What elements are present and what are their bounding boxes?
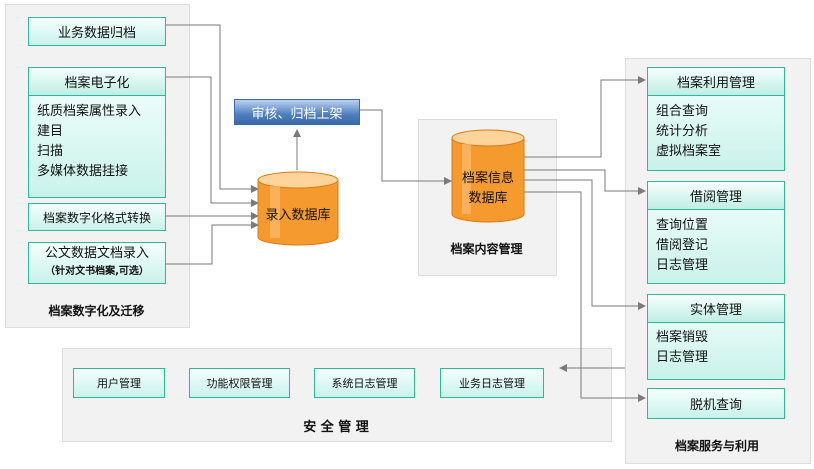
entity-management-title-text: 实体管理	[689, 303, 742, 318]
archive-use-item: 组合查询	[656, 104, 709, 119]
connector-archive-to-entrydb	[166, 24, 259, 193]
connector-infodb-to-borrow	[522, 169, 646, 195]
connector-digital-to-entrydb	[166, 76, 259, 207]
connector-review-to-infodb	[360, 109, 452, 185]
security-business-log: 业务日志管理	[440, 368, 544, 398]
archive-use-item: 虚拟档案室	[656, 144, 722, 159]
borrow-management-title-text: 借阅管理	[689, 190, 742, 205]
digitization-title: 档案电子化	[29, 68, 165, 96]
info-db-label-line1: 档案信息	[461, 171, 514, 186]
format-conversion-label: 档案数字化格式转换	[42, 210, 151, 225]
security-system-log: 系统日志管理	[314, 368, 415, 398]
borrow-management-item: 日志管理	[656, 258, 709, 273]
offline-query-label: 脱机查询	[689, 398, 742, 413]
borrow-management-box: 借阅管理 查询位置 借阅登记 日志管理	[647, 181, 785, 284]
security-item-label: 业务日志管理	[459, 377, 525, 390]
offline-query-box: 脱机查询	[647, 388, 785, 419]
digitization-item: 纸质档案属性录入	[37, 104, 142, 119]
archive-use-title: 档案利用管理	[648, 68, 784, 96]
service-panel-label: 档案服务与利用	[674, 439, 759, 453]
format-conversion-box: 档案数字化格式转换	[28, 203, 166, 231]
borrow-management-item: 查询位置	[656, 218, 709, 233]
info-db-cylinder	[451, 129, 525, 223]
entity-management-item: 日志管理	[656, 350, 709, 365]
digitization-item: 扫描	[37, 144, 64, 159]
borrow-management-title: 借阅管理	[648, 182, 784, 210]
digitization-panel-label: 档案数字化及迁移	[48, 304, 145, 318]
digitization-box: 档案电子化 纸质档案属性录入 建目 扫描 多媒体数据挂接	[28, 67, 166, 198]
connector-infodb-to-use	[522, 76, 646, 158]
document-entry-box: 公文数据文档录入 （针对文书档案,可选）	[28, 242, 166, 284]
review-archive-label: 审核、归档上架	[251, 106, 343, 122]
security-item-label: 功能权限管理	[206, 377, 273, 390]
document-entry-note: （针对文书档案,可选）	[45, 266, 149, 277]
content-management-label: 档案内容管理	[450, 242, 523, 256]
security-permission-management: 功能权限管理	[189, 368, 290, 398]
archive-business-data-label: 业务数据归档	[57, 26, 136, 41]
connector-infodb-to-offline	[522, 191, 646, 402]
info-db-label-line2: 数据库	[468, 191, 508, 206]
digitization-item: 建目	[37, 124, 64, 139]
entry-db-label: 录入数据库	[265, 208, 331, 223]
connector-doc-to-entrydb	[166, 221, 259, 265]
document-entry-label: 公文数据文档录入	[44, 246, 149, 261]
security-item-label: 系统日志管理	[331, 377, 398, 390]
archive-business-data-box: 业务数据归档	[28, 17, 166, 46]
connector-infodb-to-entity	[522, 179, 646, 310]
review-archive-bar: 审核、归档上架	[234, 99, 360, 125]
entry-db-cylinder	[257, 171, 339, 246]
entity-management-box: 实体管理 档案销毁 日志管理	[647, 294, 785, 380]
archive-use-title-text: 档案利用管理	[676, 76, 755, 91]
digitization-title-text: 档案电子化	[64, 76, 130, 91]
security-panel-label: 安 全 管 理	[303, 420, 369, 435]
entity-management-item: 档案销毁	[656, 330, 709, 345]
security-item-label: 用户管理	[97, 377, 141, 390]
security-user-management: 用户管理	[73, 368, 165, 398]
borrow-management-item: 借阅登记	[656, 238, 709, 253]
entity-management-title: 实体管理	[648, 295, 784, 323]
archive-use-box: 档案利用管理 组合查询 统计分析 虚拟档案室	[647, 67, 785, 171]
digitization-item: 多媒体数据挂接	[37, 164, 129, 179]
archive-use-item: 统计分析	[656, 124, 709, 139]
